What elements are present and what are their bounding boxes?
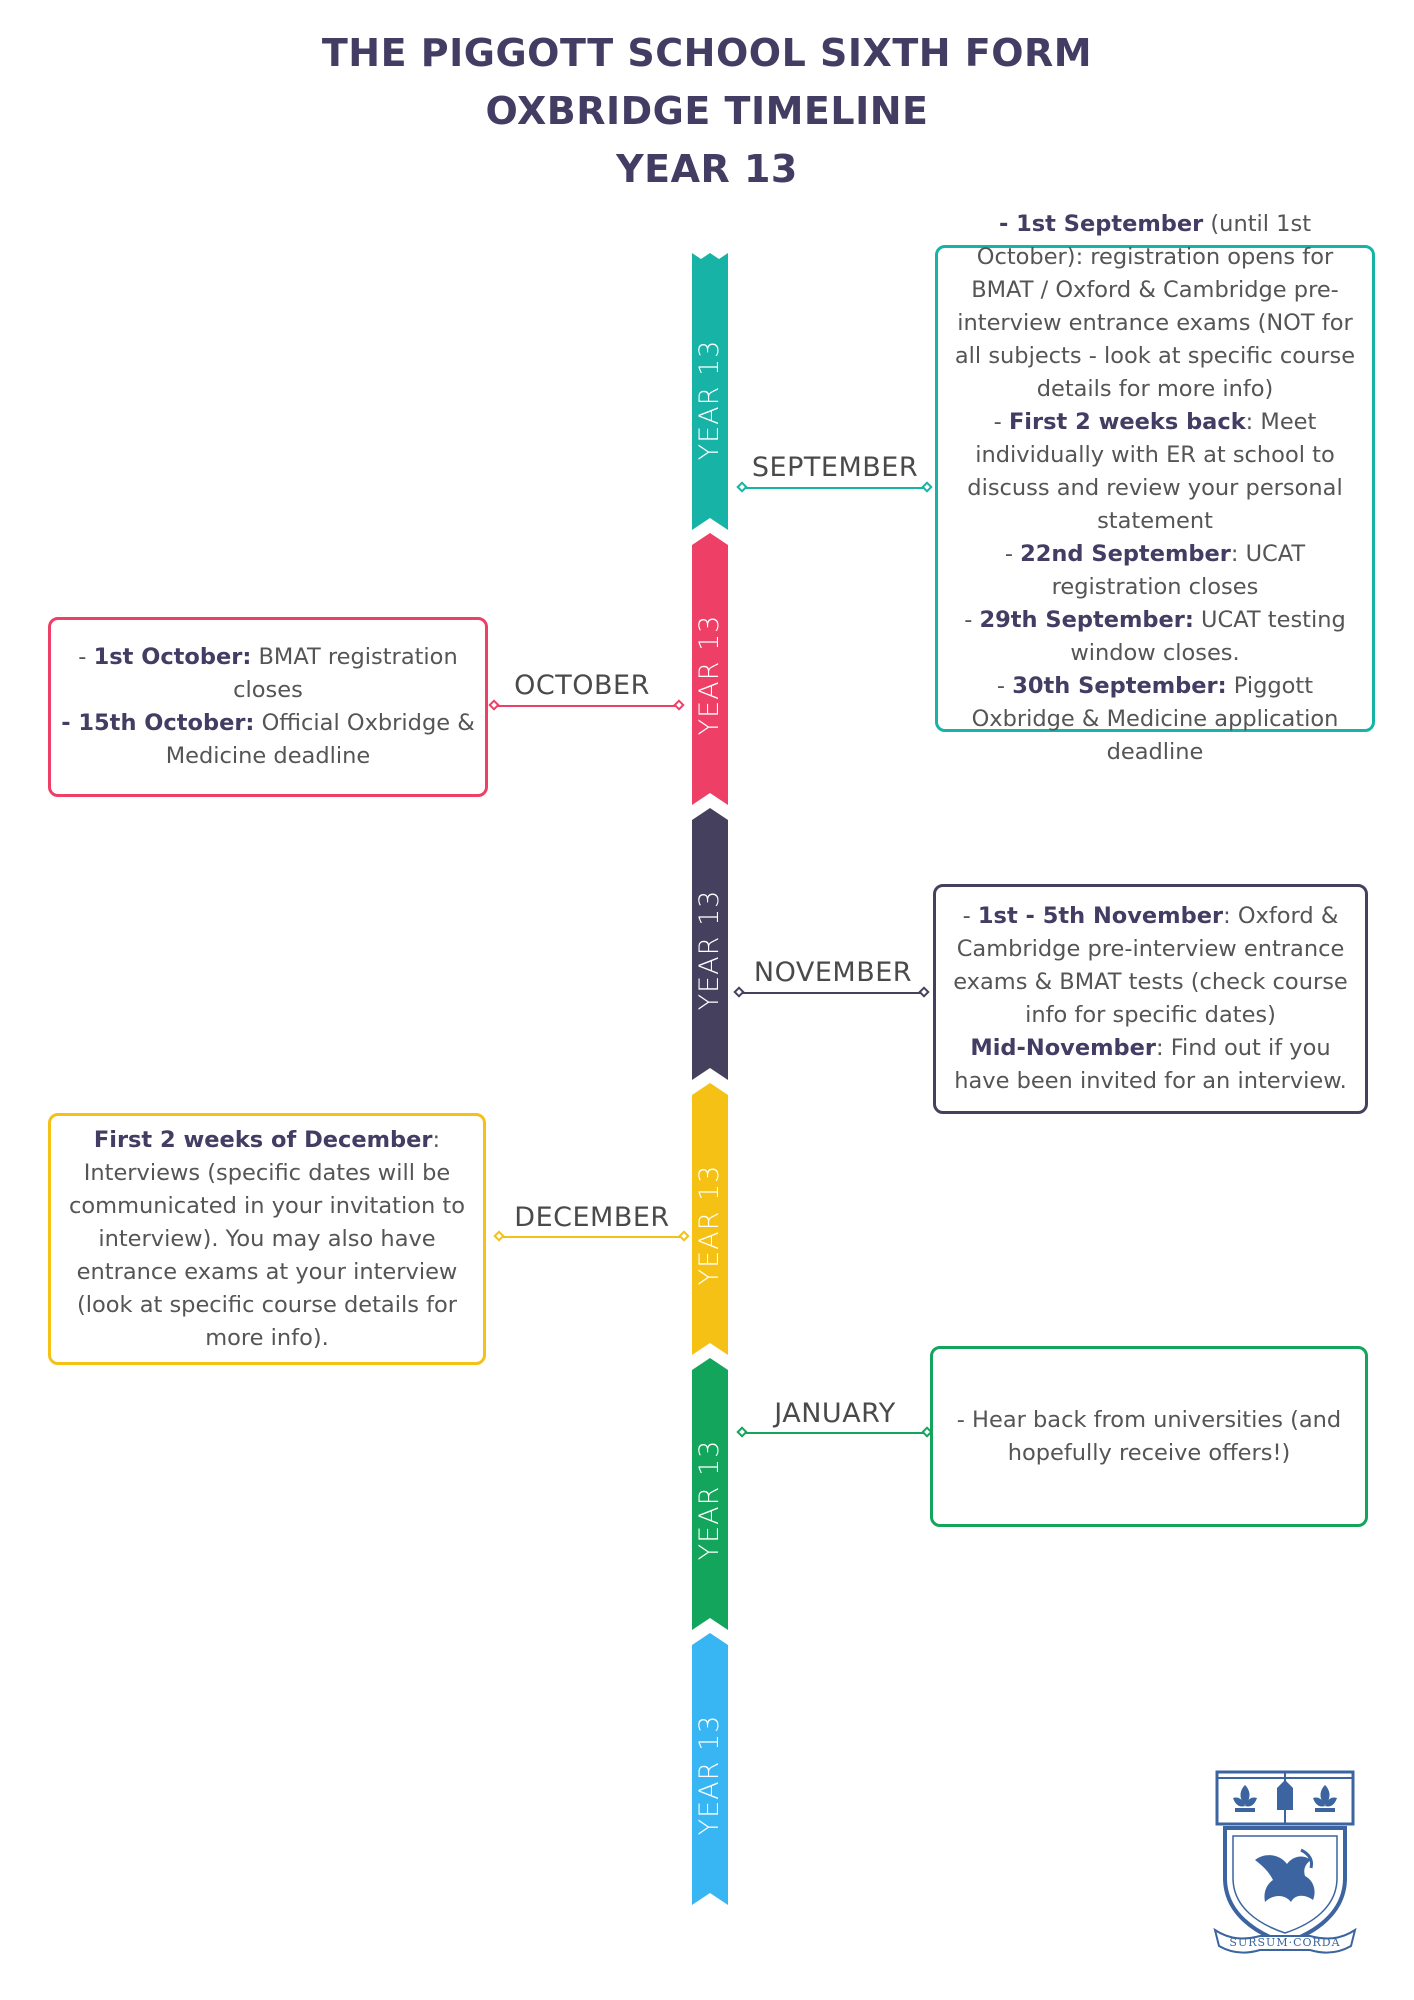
event-item-text: : Oxford & Cambridge pre-interview entra… bbox=[953, 903, 1348, 1028]
event-item: - Hear back from universities (and hopef… bbox=[943, 1404, 1355, 1470]
segment-label-navy: YEAR 13 bbox=[694, 889, 725, 1011]
event-item-date: First 2 weeks back bbox=[1008, 409, 1246, 435]
month-label-november: NOVEMBER bbox=[753, 957, 913, 988]
event-item-date: First 2 weeks of December bbox=[93, 1126, 433, 1153]
event-item-prefix: - bbox=[78, 644, 94, 670]
title-line-2: OXBRIDGE TIMELINE bbox=[485, 89, 929, 133]
event-item: - 1st - 5th November: Oxford & Cambridge… bbox=[946, 900, 1355, 1032]
event-item-text: : Meet individually with ER at school to… bbox=[967, 409, 1343, 534]
page-title: THE PIGGOTT SCHOOL SIXTH FORM OXBRIDGE T… bbox=[0, 24, 1414, 198]
event-item-text: : Find out if you have been invited for … bbox=[954, 1035, 1347, 1094]
event-item-text: Official Oxbridge & Medicine deadline bbox=[165, 710, 475, 769]
segment-teal-cap bbox=[692, 253, 728, 302]
event-box-september: - 1st September (until 1st October): reg… bbox=[935, 211, 1375, 765]
event-item-text: Piggott Oxbridge & Medicine application … bbox=[971, 673, 1339, 765]
event-item: - First 2 weeks back: Meet individually … bbox=[948, 406, 1362, 538]
title-line-3: YEAR 13 bbox=[616, 147, 798, 191]
event-item-date: 29th September: bbox=[979, 607, 1194, 633]
month-label-september: SEPTEMBER bbox=[751, 452, 919, 483]
event-item-prefix: - bbox=[993, 409, 1009, 435]
event-box-december: First 2 weeks of December: Interviews (s… bbox=[48, 1113, 486, 1365]
segment-label-teal: YEAR 13 bbox=[694, 339, 725, 461]
event-item: - 29th September: UCAT testing window cl… bbox=[948, 604, 1362, 670]
svg-text:SURSUM·CORDA: SURSUM·CORDA bbox=[1229, 1936, 1340, 1949]
segment-green bbox=[692, 1358, 728, 1630]
month-label-december: DECEMBER bbox=[514, 1202, 670, 1233]
school-crest-logo: SURSUM·CORDA bbox=[1213, 1770, 1357, 1954]
event-item-date: 1st October: bbox=[93, 644, 252, 670]
event-item: Mid-November: Find out if you have been … bbox=[946, 1032, 1355, 1098]
segment-label-yellow: YEAR 13 bbox=[694, 1164, 725, 1286]
event-item-text: BMAT registration closes bbox=[233, 644, 458, 703]
event-item-date: - 1st September bbox=[998, 211, 1204, 237]
event-item-date: 30th September: bbox=[1012, 673, 1227, 699]
segment-teal bbox=[692, 253, 728, 530]
segment-label-green: YEAR 13 bbox=[694, 1439, 725, 1561]
event-item: - 22nd September: UCAT registration clos… bbox=[948, 538, 1362, 604]
title-line-1: THE PIGGOTT SCHOOL SIXTH FORM bbox=[321, 31, 1093, 75]
event-item-date: 1st - 5th November bbox=[977, 903, 1224, 929]
event-item-date: 22nd September bbox=[1020, 541, 1231, 567]
connector-november bbox=[733, 986, 930, 998]
event-item-date: - 15th October: bbox=[61, 710, 255, 736]
event-item-text: - Hear back from universities (and hopef… bbox=[956, 1406, 1342, 1466]
segment-blue bbox=[692, 1633, 728, 1905]
connector-october bbox=[488, 699, 685, 711]
event-item-prefix: - bbox=[964, 607, 980, 633]
event-item-text: : Interviews (specific dates will be com… bbox=[69, 1126, 465, 1351]
connector-december bbox=[493, 1230, 690, 1242]
event-item: - 1st October: BMAT registration closes bbox=[61, 641, 475, 707]
event-box-november: - 1st - 5th November: Oxford & Cambridge… bbox=[933, 884, 1368, 1114]
event-item: - 1st September (until 1st October): reg… bbox=[948, 208, 1362, 406]
event-item: - 30th September: Piggott Oxbridge & Med… bbox=[948, 670, 1362, 769]
event-item-date: Mid-November bbox=[970, 1035, 1156, 1061]
segment-pink bbox=[692, 533, 728, 805]
month-label-october: OCTOBER bbox=[514, 670, 650, 701]
connector-september bbox=[736, 481, 933, 493]
event-item: First 2 weeks of December: Interviews (s… bbox=[61, 1124, 473, 1355]
event-item: - 15th October: Official Oxbridge & Medi… bbox=[61, 707, 475, 773]
connector-january bbox=[736, 1426, 933, 1438]
event-item-prefix: - bbox=[1004, 541, 1021, 567]
event-item-text: : UCAT registration closes bbox=[1051, 541, 1306, 600]
event-item-prefix: - bbox=[962, 903, 978, 929]
event-box-october: - 1st October: BMAT registration closes-… bbox=[48, 617, 488, 797]
segment-label-blue: YEAR 13 bbox=[694, 1714, 725, 1836]
segment-yellow bbox=[692, 1083, 728, 1355]
event-item-text: UCAT testing window closes. bbox=[1070, 607, 1346, 666]
event-item-prefix: - bbox=[996, 673, 1013, 699]
segment-navy bbox=[692, 808, 728, 1080]
month-label-january: JANUARY bbox=[774, 1398, 896, 1429]
event-box-january: - Hear back from universities (and hopef… bbox=[930, 1346, 1368, 1527]
segment-label-pink: YEAR 13 bbox=[694, 614, 725, 736]
event-item-text: (until 1st October): registration opens … bbox=[954, 211, 1356, 402]
